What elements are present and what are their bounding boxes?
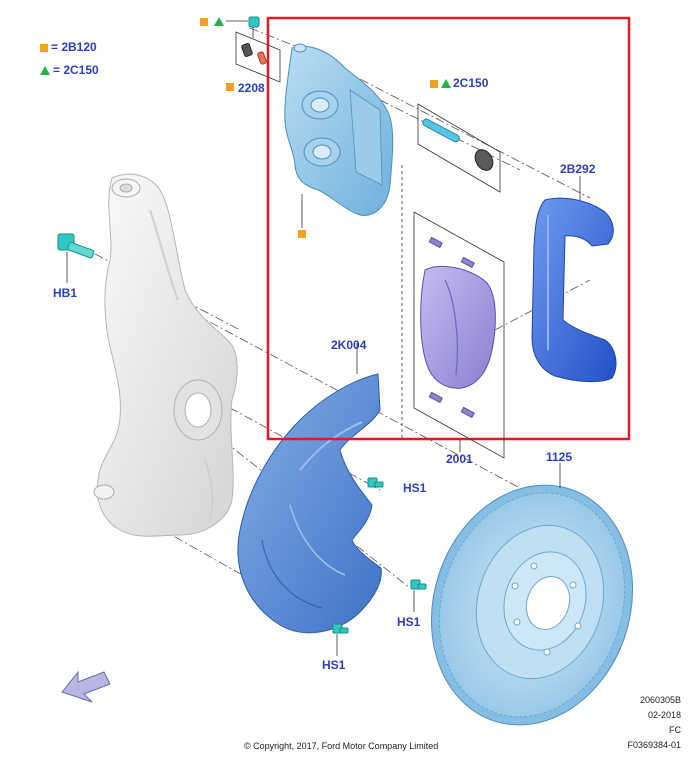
shield-bolt-upper: [367, 477, 384, 488]
material-markers-top: [200, 17, 248, 26]
splash-shield: [237, 343, 382, 634]
guide-pin-kit-2c150: [417, 79, 501, 193]
copyright-text: © Copyright, 2017, Ford Motor Company Li…: [244, 741, 439, 751]
knuckle-bolt-hb1: [57, 233, 95, 283]
drawing-code: FC: [669, 725, 681, 735]
label-2208: 2208: [238, 81, 265, 95]
brake-caliper: [284, 43, 394, 228]
drawing-date: 02-2018: [647, 710, 681, 720]
bleeder-kit-2208: [226, 16, 281, 91]
label-2k004: 2K004: [331, 338, 367, 352]
shield-bolt-middle: [410, 579, 427, 612]
steering-knuckle: [93, 173, 238, 537]
front-direction-arrow-icon: [61, 670, 111, 703]
label-1125: 1125: [546, 450, 573, 464]
shield-bolt-lower: [332, 623, 349, 656]
label-2c150: 2C150: [453, 76, 489, 90]
label-hb1: HB1: [53, 286, 78, 300]
drawing-reference: F0369384-01: [627, 740, 681, 750]
legend-item-2c150: = 2C150: [40, 63, 99, 77]
label-hs1-upper: HS1: [403, 481, 427, 495]
shield-bolts: [332, 477, 427, 656]
drawing-metadata: 2060305B 02-2018 FC F0369384-01: [627, 693, 681, 753]
drawing-number: 2060305B: [639, 695, 681, 705]
brake-pad-set: [401, 165, 505, 459]
label-hs1-middle: HS1: [397, 615, 421, 629]
material-marker-caliper: [298, 230, 306, 238]
brake-rotor: [430, 463, 634, 726]
callout-frame: [266, 16, 631, 441]
caliper-bracket: [531, 176, 617, 383]
label-2b292: 2B292: [560, 162, 596, 176]
label-2001: 2001: [446, 452, 473, 466]
label-hs1-lower: HS1: [322, 658, 346, 672]
green-triangle-icon: [40, 66, 50, 76]
legend-text: = 2C150: [53, 63, 99, 77]
orange-square-icon: [40, 43, 48, 52]
legend-text: = 2B120: [51, 40, 97, 54]
legend-item-2b120: = 2B120: [40, 40, 97, 54]
